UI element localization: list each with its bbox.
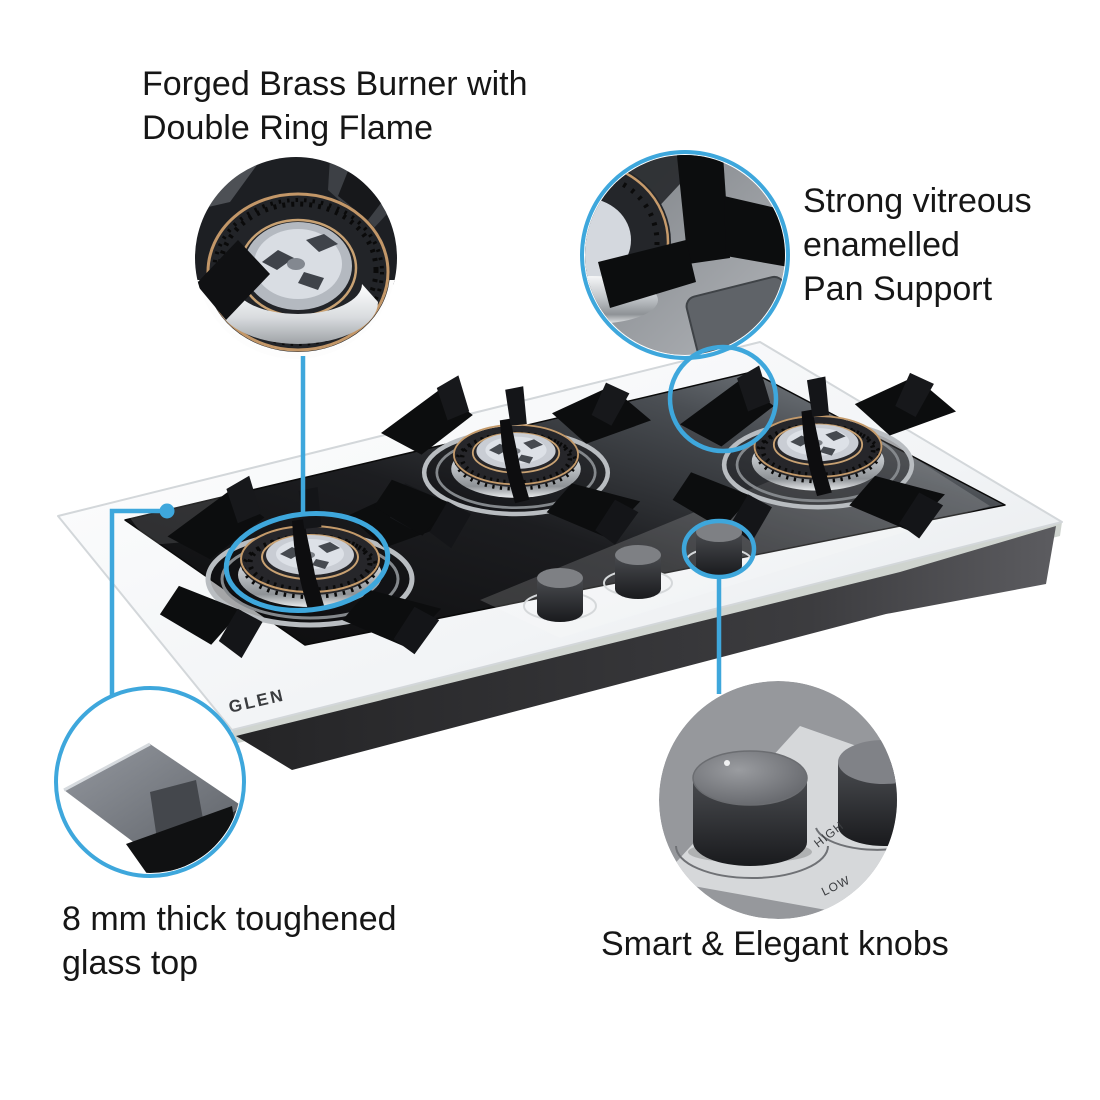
pan-support-callout-ring: [580, 150, 790, 360]
burner-label-line-2: Double Ring Flame: [142, 109, 434, 147]
glass-label: 8 mm thick toughened glass top: [62, 897, 397, 985]
glass-edge-callout-ring: [54, 686, 246, 878]
pan-support-label: Strong vitreous enamelled Pan Support: [803, 179, 1032, 311]
pan-support-label-line-2: enamelled: [803, 226, 960, 264]
burner-callout-photo: [195, 157, 397, 359]
glass-leader-dot: [159, 503, 175, 519]
pan-support-callout-photo: [585, 155, 785, 355]
callout-knob-main: [688, 750, 812, 866]
knob-1: [537, 568, 583, 622]
hob-base: [236, 526, 1056, 770]
burner-label-line-1: Forged Brass Burner with: [142, 65, 528, 103]
glass-label-line-1: 8 mm thick toughened: [62, 900, 397, 938]
knob-3: [696, 522, 742, 576]
annotation-leaders: [109, 356, 722, 695]
knob-2: [615, 545, 661, 599]
pan-support-label-line-3: Pan Support: [803, 270, 993, 308]
knobs-callout-photo: HIGH LOW: [659, 681, 897, 919]
burner-highlight-ellipse: [223, 511, 391, 613]
hob-product: GLEN: [57, 341, 1063, 770]
burner-label: Forged Brass Burner with Double Ring Fla…: [142, 62, 528, 150]
knob-highlight-ellipse: [681, 518, 757, 580]
knobs-label-line-1: Smart & Elegant knobs: [601, 925, 949, 963]
glass-label-line-2: glass top: [62, 944, 199, 982]
feature-highlights: [223, 344, 779, 613]
glass-edge-callout-photo: [59, 691, 241, 873]
glass-leader-line: [109, 508, 160, 695]
knobs-label: Smart & Elegant knobs: [601, 922, 949, 966]
callout-knob-secondary: [838, 740, 897, 846]
pan-support-highlight-circle: [667, 344, 779, 454]
pan-support-label-line-1: Strong vitreous: [803, 182, 1032, 220]
